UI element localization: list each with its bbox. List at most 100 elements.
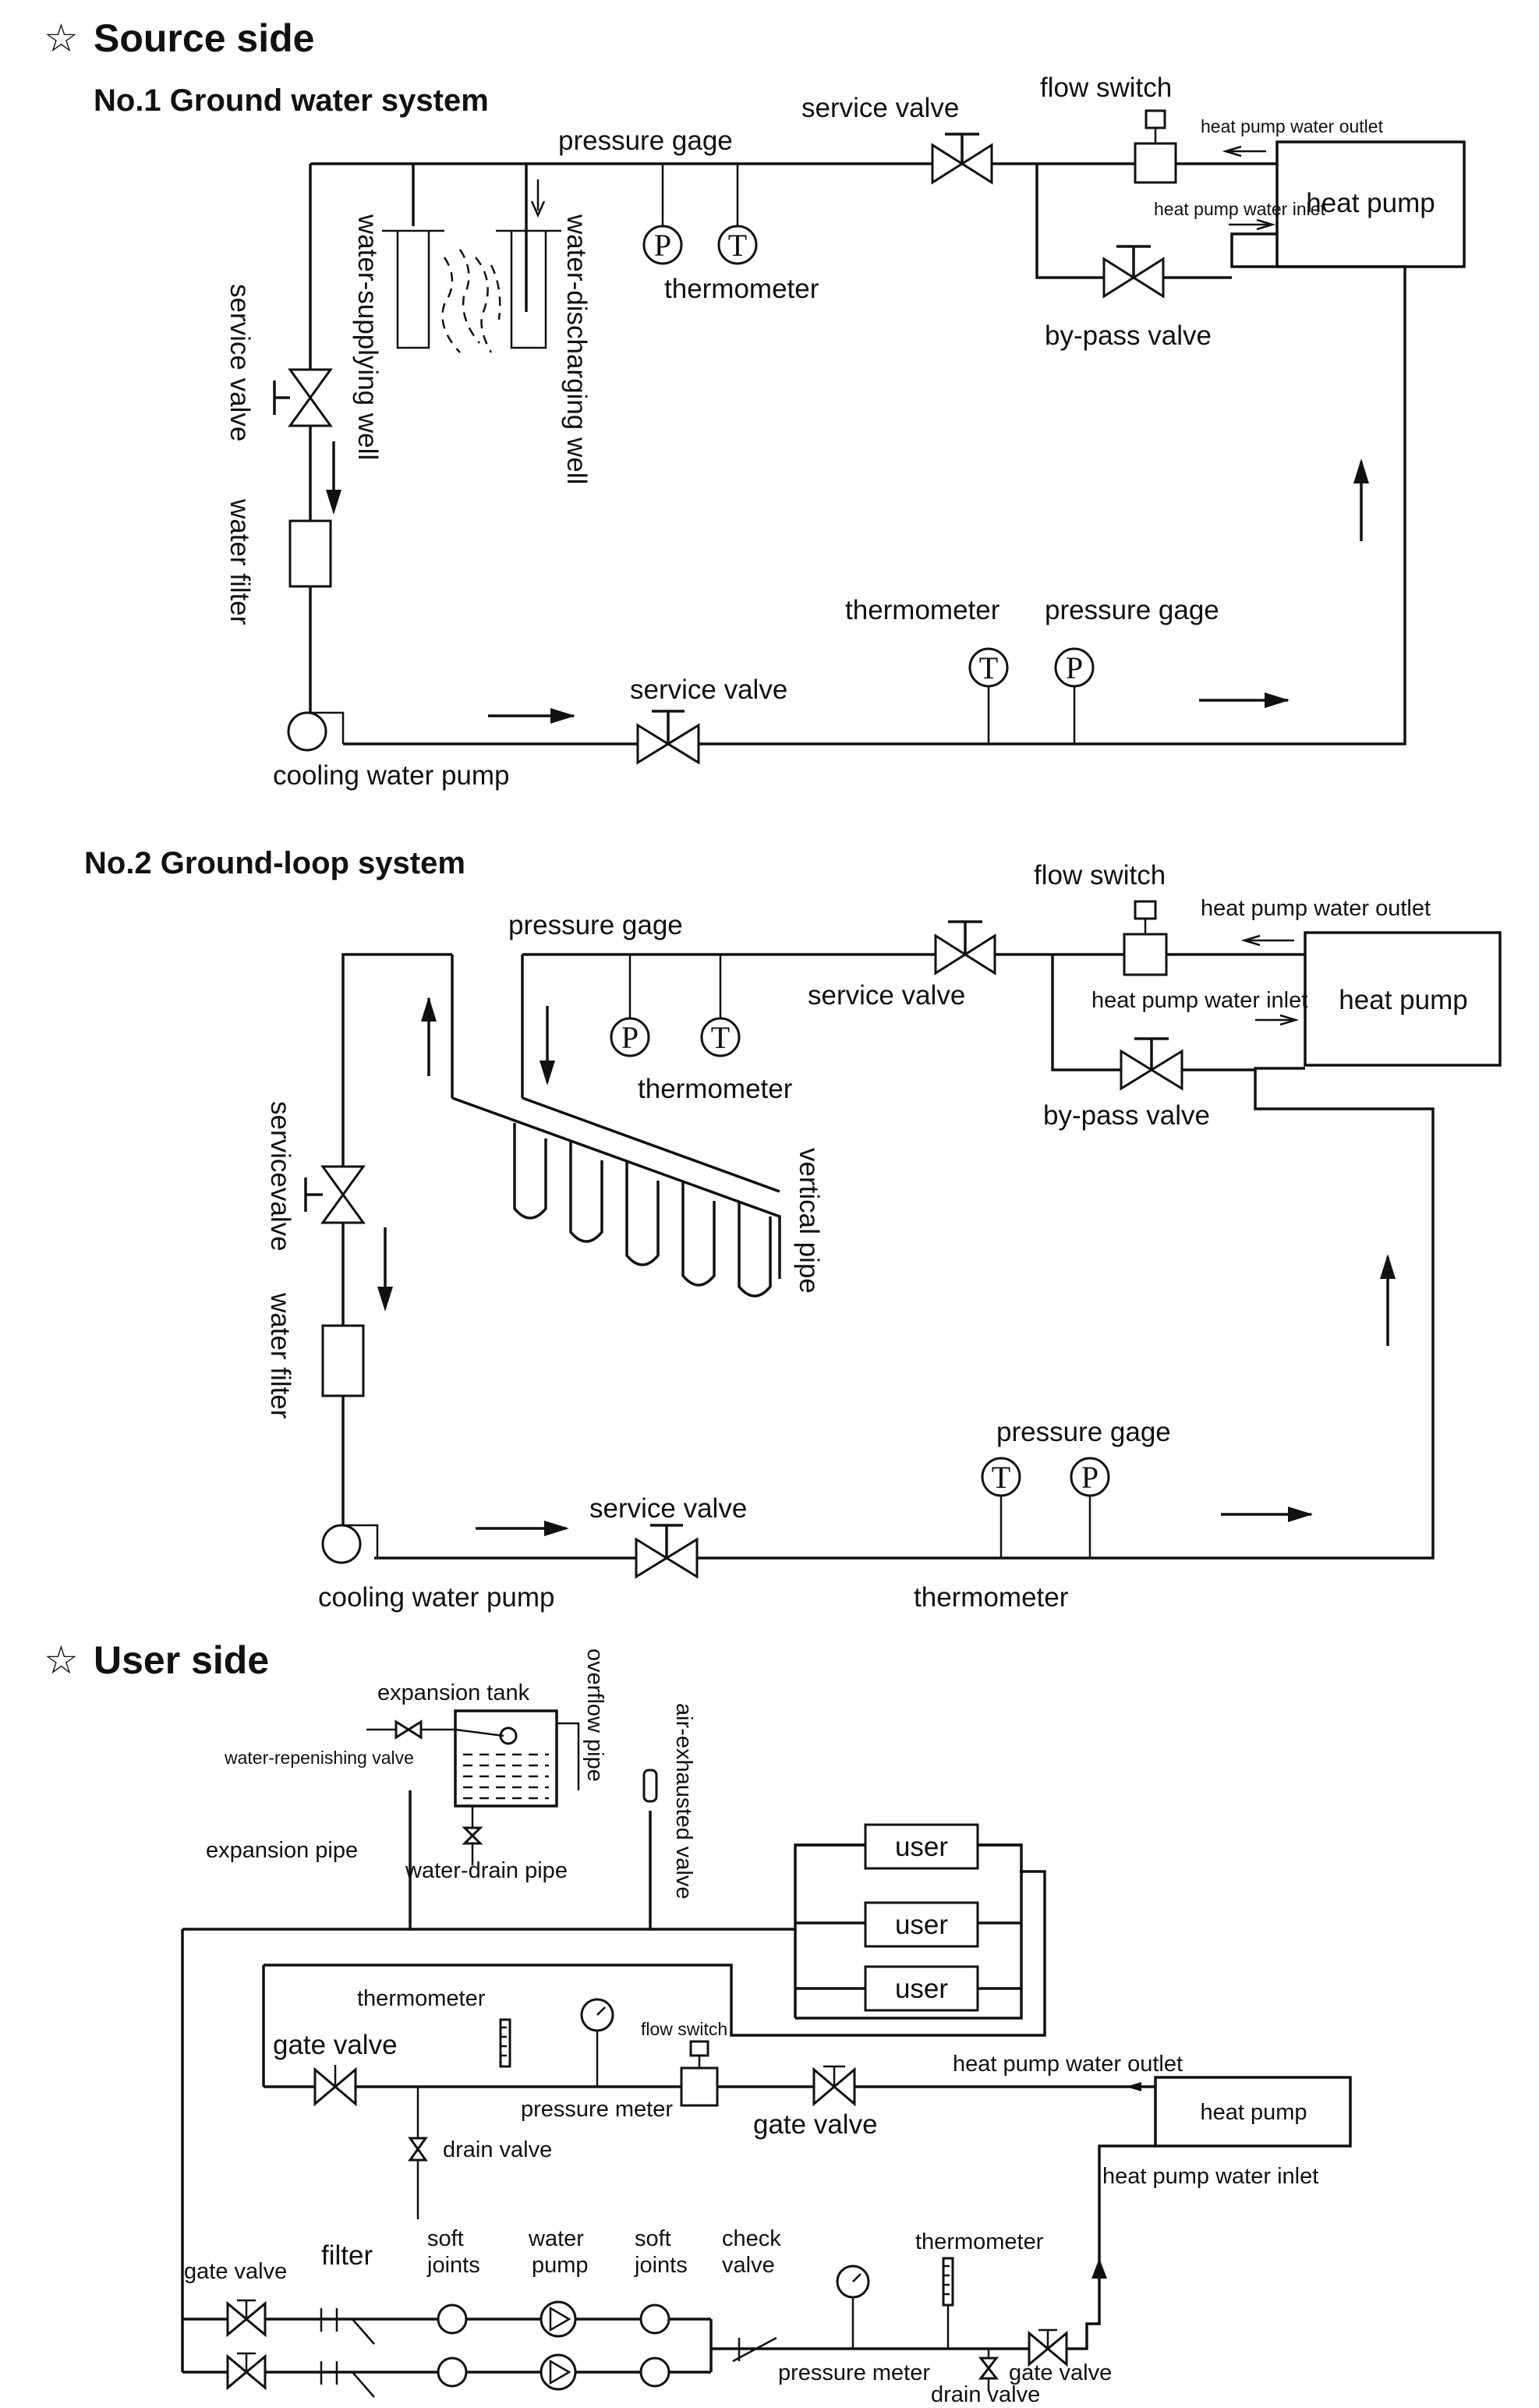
source-side-title: Source side: [94, 16, 314, 60]
air-exhausted-valve-label: air-exhausted valve: [671, 1703, 696, 1899]
u-tube-4: [681, 1181, 716, 1287]
heat-pump-user-label: heat pump: [1200, 2100, 1307, 2125]
service-valve-bottom-1[interactable]: [636, 710, 700, 765]
check-valve-label-b: valve: [722, 2253, 775, 2278]
flow-arrow-up-1: [1353, 459, 1369, 483]
discharging-well: [510, 231, 547, 349]
heat-pump-label-1: heat pump: [1306, 188, 1435, 218]
air-exhausted-valve[interactable]: [642, 1769, 658, 1803]
u-tube-1: [513, 1123, 547, 1220]
star-icon: ☆: [44, 16, 79, 60]
heat-pump-water-outlet-label-2: heat pump water outlet: [1201, 896, 1431, 921]
filter-pair: [320, 2308, 375, 2398]
heat-pump-water-inlet-label-1: heat pump water inlet: [1154, 199, 1326, 219]
water-filter-1: [288, 519, 332, 588]
service-valve-left-label-1: service valve: [225, 284, 255, 441]
check-valve[interactable]: [732, 2336, 777, 2363]
gate-valve-mid-label: gate valve: [753, 2109, 878, 2140]
svg-text:P: P: [1081, 1460, 1099, 1495]
servicevalve-label-2: servicevalve: [265, 1101, 295, 1252]
thermometer-gauge-bottom-1: [968, 647, 1009, 688]
manifold-supply: [522, 1096, 780, 1193]
drain-valve-upper[interactable]: [408, 2137, 428, 2162]
soft-joint-1b: [437, 2357, 468, 2388]
thermometer-top-label-1: thermometer: [664, 274, 819, 304]
water-repenishing-valve[interactable]: [394, 1719, 423, 1740]
u-tube-2: [569, 1142, 603, 1243]
soft-joint-2b: [639, 2357, 670, 2388]
heat-pump-water-outlet-label-1: heat pump water outlet: [1201, 116, 1384, 136]
service-valve-top-2[interactable]: [934, 920, 996, 976]
pressure-gauge-top-2: [610, 1017, 650, 1057]
service-valve-bottom-label-1: service valve: [630, 675, 787, 705]
thermometer-gauge-bottom-2: [981, 1457, 1021, 1497]
expansion-pipe-label: expansion pipe: [206, 1838, 358, 1863]
flow-arrow-right-2b: [1288, 1507, 1313, 1522]
water-filter-2: [321, 1324, 365, 1397]
pressure-gage-top-label-1: pressure gage: [558, 126, 733, 156]
flow-switch-label-1: flow switch: [1040, 73, 1172, 103]
pressure-gauge-bottom-2: [1070, 1457, 1110, 1497]
pressure-gage-bottom-label-2: pressure gage: [996, 1417, 1171, 1447]
flow-arrow-right-2a: [544, 1521, 569, 1536]
user-return-loop: [264, 1870, 1046, 2037]
by-pass-valve-1[interactable]: [1102, 245, 1165, 299]
flow-switch-user[interactable]: [680, 2040, 719, 2107]
cooling-water-pump-label-1: cooling water pump: [273, 760, 510, 791]
user-box-2: [864, 1901, 979, 1948]
u-tube-5: [738, 1201, 772, 1298]
water-pump-1[interactable]: [540, 2300, 577, 2338]
drain-valve-lower-label: drain valve: [931, 2382, 1040, 2407]
flow-arrow-up-user: [1091, 2258, 1107, 2279]
svg-text:P: P: [654, 228, 671, 263]
service-valve-top-1[interactable]: [931, 133, 993, 185]
service-valve-top-label-1: service valve: [801, 93, 959, 123]
soft-joints-2-label-b: joints: [634, 2253, 688, 2278]
expansion-tank: [454, 1709, 558, 1808]
svg-text:T: T: [711, 1020, 730, 1055]
flow-arrow-down-1: [326, 490, 341, 515]
check-valve-label-a: check: [722, 2226, 781, 2251]
heat-pump-water-inlet-user-label: heat pump water inlet: [1102, 2164, 1318, 2189]
heat-pump-box-user: [1154, 2076, 1352, 2148]
svg-text:P: P: [1066, 650, 1083, 685]
service-valve-top-label-2: service valve: [808, 980, 965, 1011]
by-pass-valve-2[interactable]: [1120, 1037, 1183, 1091]
flow-arrow-down-2a: [540, 1061, 555, 1085]
thermometer-bottom-label-1: thermometer: [845, 595, 1000, 625]
heat-pump-box-2: [1304, 931, 1502, 1067]
cooling-water-pump-2[interactable]: [321, 1524, 379, 1564]
service-valve-left-1[interactable]: [273, 368, 333, 427]
flow-switch-1[interactable]: [1134, 109, 1177, 184]
u-tube-3: [625, 1162, 660, 1266]
svg-text:T: T: [979, 650, 998, 685]
flow-switch-2[interactable]: [1123, 900, 1168, 976]
pressure-gage-top-label-2: pressure gage: [508, 910, 683, 940]
water-drain-valve[interactable]: [462, 1826, 483, 1845]
pressure-meter-upper-label: pressure meter: [521, 2097, 673, 2122]
flow-arrow-up-2a: [421, 997, 437, 1022]
thermometer-gauge-top-1: [717, 225, 758, 265]
thermometer-upper-label: thermometer: [357, 1986, 486, 2011]
supplying-well: [396, 231, 430, 349]
user-label-1: user: [895, 1832, 948, 1862]
flow-arrow-up-2b: [1380, 1254, 1396, 1279]
water-pump-2[interactable]: [540, 2353, 577, 2391]
water-repenishing-valve-label: water-repenishing valve: [224, 1748, 414, 1768]
soft-joints-1-label-b: joints: [426, 2253, 480, 2278]
overflow-pipe-label: overflow pipe: [582, 1648, 607, 1782]
drain-valve-lower[interactable]: [978, 2357, 999, 2380]
pressure-gage-bottom-label-1: pressure gage: [1045, 595, 1219, 625]
service-valve-left-2[interactable]: [304, 1165, 366, 1224]
cooling-water-pump-1[interactable]: [287, 711, 345, 752]
heat-pump-water-outlet-user-label: heat pump water outlet: [953, 2052, 1183, 2077]
flow-switch-user-label: flow switch: [641, 2019, 727, 2039]
flow-arrow-right-1b: [1265, 692, 1290, 708]
svg-text:P: P: [621, 1020, 639, 1055]
expansion-tank-label: expansion tank: [377, 1680, 530, 1705]
drain-valve-upper-label: drain valve: [443, 2137, 552, 2162]
service-valve-bottom-2[interactable]: [635, 1524, 699, 1579]
pressure-meter-lower-label: pressure meter: [778, 2360, 930, 2385]
soft-joint-1a: [437, 2304, 468, 2335]
